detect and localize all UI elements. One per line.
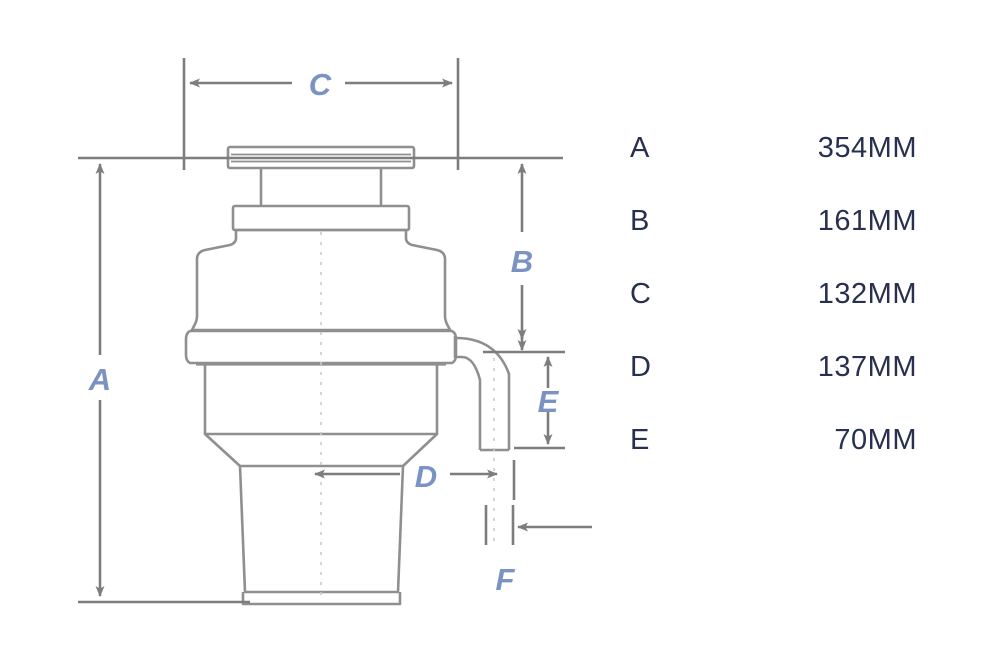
transition-cone-shape (204, 433, 438, 468)
spec-value: 137MM (817, 351, 917, 383)
table-row: B 161MM (630, 205, 930, 278)
spec-value: 70MM (834, 424, 917, 456)
spec-value: 354MM (817, 132, 917, 164)
table-row: D 137MM (630, 351, 930, 424)
mid-housing-band-shape (184, 329, 458, 365)
mounting-neck-shape (259, 168, 383, 206)
spec-key: A (630, 132, 650, 164)
dimension-label-a: A (88, 362, 111, 397)
table-row: E 70MM (630, 424, 930, 497)
table-row: C 132MM (630, 278, 930, 351)
spec-value: 132MM (817, 278, 917, 310)
dimension-label-c: C (309, 67, 332, 102)
dimension-label-b: B (511, 244, 533, 279)
mounting-collar-shape (231, 204, 411, 232)
spec-value: 161MM (817, 205, 917, 237)
spec-key: E (630, 424, 650, 456)
dimension-label-e: E (538, 384, 560, 419)
product-outline (184, 145, 511, 606)
table-row: A 354MM (630, 132, 930, 205)
dimension-label-d: D (415, 459, 437, 494)
dimension-label-f: F (496, 562, 516, 597)
base-cap-shape (241, 592, 402, 606)
spec-key: D (630, 351, 652, 383)
dimension-lines (78, 58, 592, 604)
dimension-spec-table: A 354MM B 161MM C 132MM D 137MM E 70MM (630, 132, 930, 497)
spec-key: B (630, 205, 650, 237)
discharge-elbow-shape (453, 336, 511, 452)
spec-key: C (630, 278, 652, 310)
